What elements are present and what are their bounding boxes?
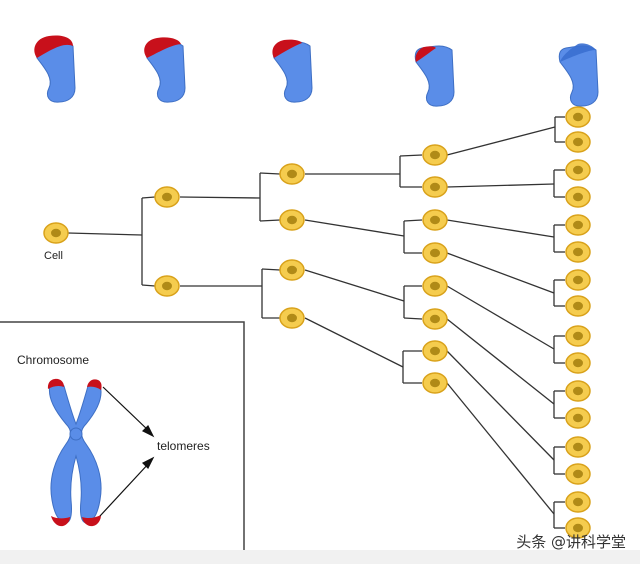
cell-gen4: [422, 176, 448, 198]
cell-gen5: [565, 131, 591, 153]
cell-gen3: [279, 259, 305, 281]
cell-gen5: [565, 159, 591, 181]
bottom-strip: [0, 550, 640, 564]
cell-gen4: [422, 275, 448, 297]
cell-gen5: [565, 269, 591, 291]
telomeres-label: telomeres: [157, 439, 210, 453]
cell-label: Cell: [44, 250, 63, 262]
root-cell: [43, 222, 69, 244]
cell-gen4: [422, 144, 448, 166]
cell-gen5: [565, 407, 591, 429]
cell-gen2: [154, 275, 180, 297]
cell-gen3: [279, 209, 305, 231]
cell-gen5: [565, 380, 591, 402]
cell-gen5: [565, 241, 591, 263]
chromosome-icon-gen-5: [558, 43, 599, 107]
chromosome-icon-gen-1: [34, 35, 76, 103]
chromosome-icon-gen-4: [414, 45, 455, 107]
cell-gen5: [565, 325, 591, 347]
division-tree-lines: [67, 116, 565, 529]
cell-gen3: [279, 163, 305, 185]
cell-gen4: [422, 308, 448, 330]
cell-gen5: [565, 186, 591, 208]
cell-gen3: [279, 307, 305, 329]
cell-gen5: [565, 491, 591, 513]
cell-gen4: [422, 209, 448, 231]
cell-gen5: [565, 214, 591, 236]
chromosome-legend-box: Chromosome telomeres: [0, 321, 245, 550]
cell-gen5: [565, 463, 591, 485]
cell-gen5: [565, 295, 591, 317]
cell-gen5: [565, 352, 591, 374]
chromosome-icon-gen-2: [144, 37, 186, 103]
cell-gen2: [154, 186, 180, 208]
cell-gen5: [565, 106, 591, 128]
chromosome-label: Chromosome: [17, 353, 89, 367]
chromosome-x-shape: [47, 378, 102, 527]
telomere-arrows: [99, 386, 155, 517]
source-watermark: 头条 @讲科学堂: [516, 533, 626, 551]
cell-gen5: [565, 436, 591, 458]
cell-gen4: [422, 242, 448, 264]
cell-gen4: [422, 372, 448, 394]
chromosome-icon-gen-3: [272, 39, 313, 103]
cell-gen4: [422, 340, 448, 362]
